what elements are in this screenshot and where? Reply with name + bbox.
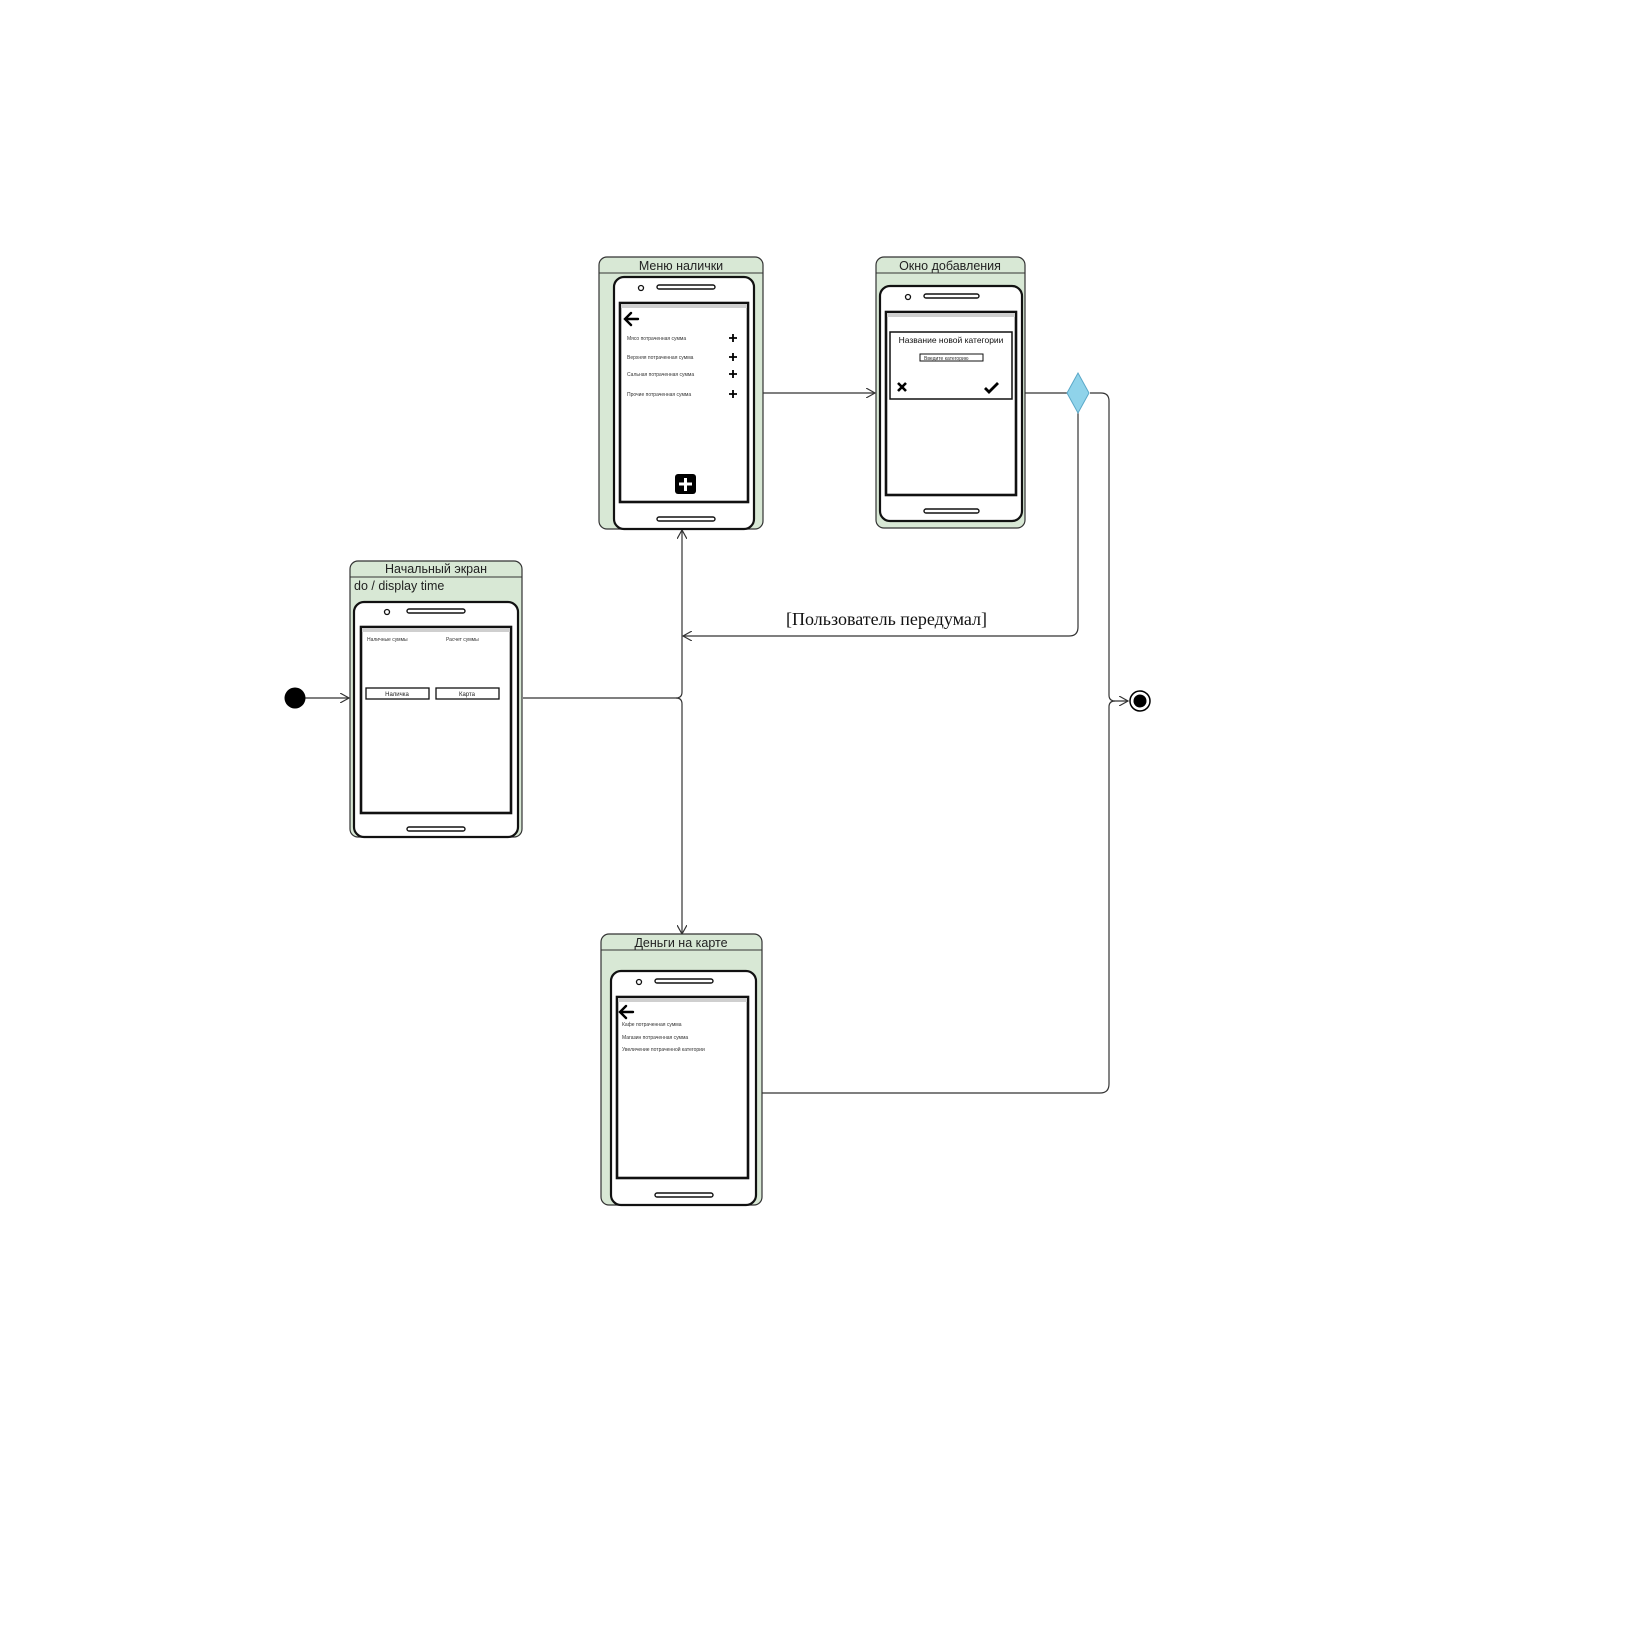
state-title: Деньги на карте	[634, 936, 727, 950]
menu-item-label: Верхняя потраченная сумма	[627, 355, 694, 361]
speaker-icon	[406, 608, 466, 614]
speaker-icon	[654, 978, 714, 984]
speaker-icon	[656, 284, 716, 290]
category-input-placeholder: Введите категорию	[924, 356, 969, 362]
transition-decision-back	[683, 408, 1079, 636]
state-start-screen[interactable]: Начальный экран do / display time Наличн…	[349, 560, 523, 839]
menu-item-label: Сальная потраченная сумма	[627, 372, 694, 378]
transition-to-card-money	[675, 697, 682, 934]
state-title: Окно добавления	[899, 259, 1001, 273]
speaker-icon	[923, 293, 980, 299]
dialog-title: Название новой категории	[899, 335, 1004, 345]
list-item-label: Кафе потраченная сумма	[622, 1022, 682, 1028]
camera-icon	[904, 293, 912, 301]
transition-start-to-junction	[523, 691, 683, 699]
plus-icon[interactable]	[729, 390, 737, 398]
state-title: Начальный экран	[385, 562, 487, 576]
plus-icon[interactable]	[729, 334, 737, 342]
phone-screen	[618, 301, 750, 504]
home-bar-icon	[923, 508, 980, 514]
plus-icon[interactable]	[729, 370, 737, 378]
home-bar-icon	[406, 826, 466, 832]
camera-icon	[383, 608, 391, 616]
menu-item-label: Прочие потраченная сумма	[627, 392, 691, 398]
close-icon[interactable]	[897, 382, 907, 392]
state-card-money[interactable]: Деньги на карте Кафе потраченная сумма М…	[600, 933, 763, 1207]
phone-screen	[615, 995, 750, 1180]
menu-item-label: Мясо потраченная сумма	[627, 336, 686, 342]
cash-button-label: Наличка	[385, 692, 409, 698]
home-bar-icon	[654, 1192, 714, 1198]
initial-node-icon	[284, 687, 306, 709]
back-arrow-icon[interactable]	[623, 311, 640, 327]
back-arrow-icon[interactable]	[618, 1004, 635, 1020]
screen-label: Наличные суммы	[367, 637, 408, 643]
screen-label: Расчет суммы	[446, 637, 479, 643]
list-item-label: Магазин потраченная сумма	[622, 1035, 688, 1041]
plus-icon[interactable]	[729, 353, 737, 361]
transition-decision-to-final	[1090, 392, 1128, 701]
category-input[interactable]	[919, 353, 984, 362]
cash-button[interactable]: Наличка	[365, 687, 430, 700]
transition-card-to-final	[762, 700, 1116, 1094]
add-button-icon[interactable]	[675, 474, 696, 494]
camera-icon	[637, 284, 645, 292]
camera-icon	[635, 978, 643, 986]
add-category-dialog[interactable]: Название новой категории Введите категор…	[889, 331, 1013, 400]
home-bar-icon	[656, 516, 716, 522]
state-title: Меню налички	[639, 259, 723, 273]
guard-label: [Пользователь передумал]	[786, 609, 987, 629]
state-activity: do / display time	[354, 579, 444, 593]
final-node-icon	[1129, 690, 1151, 712]
card-button-label: Карта	[459, 692, 476, 698]
card-button[interactable]: Карта	[435, 687, 500, 700]
check-icon[interactable]	[984, 382, 999, 394]
state-add-window[interactable]: Окно добавления Название новой категории…	[875, 256, 1026, 529]
state-cash-menu[interactable]: Меню налички Мясо потраченная сумма Верх…	[598, 256, 764, 531]
list-item-label: Увеличение потраченной категории	[622, 1046, 705, 1053]
phone-screen	[359, 625, 513, 815]
decision-node	[1066, 371, 1090, 415]
